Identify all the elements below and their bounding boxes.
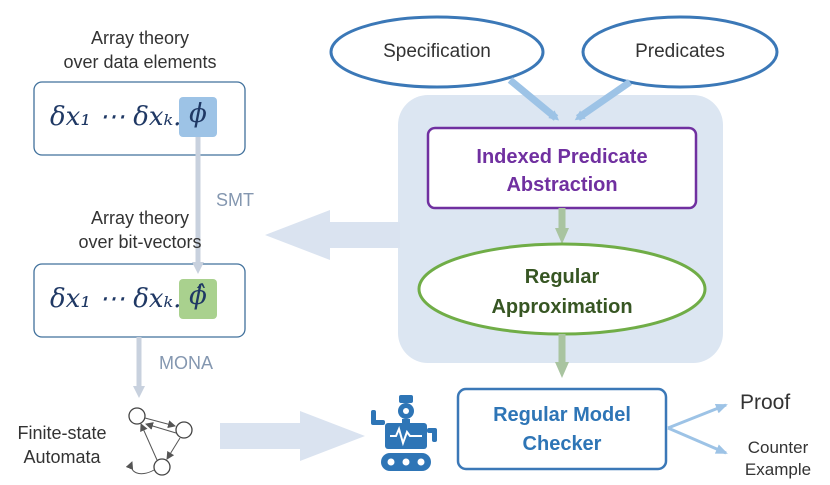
data-elements-formula: δx₁ ⋯ δxₖ. (50, 102, 182, 132)
approximation-label-line1: Regular (524, 266, 600, 288)
specification-label: Specification (383, 41, 491, 62)
checker-label: Regular Model Checker (458, 401, 666, 459)
specification-ellipse (329, 15, 545, 89)
panel-to-bitvector-arrow (265, 210, 400, 260)
bitvector-title-line1: Array theory (90, 208, 190, 228)
spec-to-abstraction-arrow (507, 77, 560, 121)
checker-label-line1: Regular Model (493, 404, 631, 426)
automata-label-line2: Automata (23, 447, 101, 467)
data-elements-title: Array theory over data elements (40, 26, 240, 74)
checker-label-line2: Checker (522, 433, 602, 455)
abstraction-label-line2: Abstraction (506, 174, 618, 196)
automata-label-line1: Finite-state (17, 423, 107, 443)
phi-highlight (179, 97, 217, 137)
pred-to-abstraction-arrow (574, 79, 632, 121)
counterexample-label-line1: Counter (747, 438, 809, 457)
data-elements-title-line2: over data elements (63, 52, 217, 72)
counterexample-label-line2: Example (744, 460, 812, 479)
phi-symbol: ϕ (189, 99, 207, 129)
checker-box (456, 387, 668, 471)
bitvector-title: Array theory over bit-vectors (40, 206, 240, 254)
counterexample-label: Counter Example (728, 437, 828, 481)
abstraction-label: Indexed Predicate Abstraction (428, 143, 696, 199)
predicates-label: Predicates (635, 41, 725, 62)
smt-label: SMT (216, 190, 254, 210)
automaton-graph-icon (125, 407, 193, 476)
phi-hat-symbol: ϕ̂ (189, 281, 207, 311)
automata-to-checker-arrow (220, 411, 365, 461)
mona-label: MONA (159, 353, 213, 373)
data-elements-title-line1: Array theory (90, 28, 190, 48)
proof-arrow (667, 403, 728, 430)
bitvector-title-line2: over bit-vectors (78, 232, 202, 252)
abstraction-label-line1: Indexed Predicate (476, 146, 648, 168)
robot-icon (371, 395, 437, 471)
phi-hat-highlight (179, 279, 217, 319)
automata-label: Finite-state Automata (2, 421, 122, 469)
bitvector-formula: δx₁ ⋯ δxₖ. (50, 284, 182, 314)
approximation-label-line2: Approximation (491, 296, 633, 318)
proof-label: Proof (740, 391, 791, 414)
predicates-ellipse (581, 15, 779, 89)
approximation-label: Regular Approximation (419, 262, 705, 322)
counterexample-arrow (667, 426, 728, 455)
